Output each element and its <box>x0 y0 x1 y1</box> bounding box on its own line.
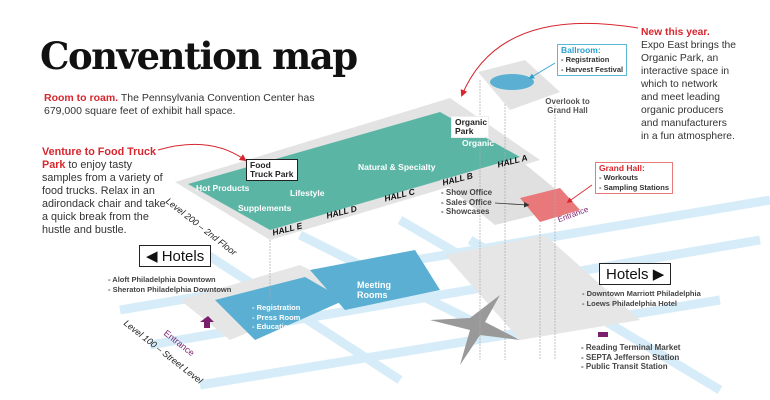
organic-park-arrow <box>460 22 639 97</box>
transit-list: - Reading Terminal Market - SEPTA Jeffer… <box>581 343 681 371</box>
food-truck-arrow <box>157 143 247 162</box>
area-natural-specialty: Natural & Specialty <box>358 162 436 172</box>
intro-text: Room to roam. The Pennsylvania Conventio… <box>44 92 315 117</box>
new-this-year-note: New this year. Expo East brings the Orga… <box>641 27 737 142</box>
grand-hall-callout: Grand Hall:- Workouts - Sampling Station… <box>595 162 674 194</box>
meeting-rooms-label: Meeting Rooms <box>357 280 392 300</box>
arrow-left-icon: ◀ <box>146 248 158 265</box>
plaza-star <box>430 295 520 365</box>
arrow-right-icon: ▶ <box>652 266 665 283</box>
hotels-left-list: - Aloft Philadelphia Downtown - Sheraton… <box>108 275 232 294</box>
registration-block <box>215 277 345 340</box>
overlook-label: Overlook to Grand Hall <box>545 97 590 115</box>
ballroom-area <box>490 74 534 90</box>
grand-hall-area <box>520 188 580 222</box>
area-organic: Organic <box>462 138 495 148</box>
entrance-icon <box>200 316 214 328</box>
upper-floor-teal <box>188 112 520 230</box>
food-truck-note: Venture to Food Truck Park to enjoy tast… <box>42 146 166 236</box>
registration-block-label: - Registration - Press Room - Education <box>252 303 301 331</box>
hotels-left-sign[interactable]: ◀ Hotels <box>139 245 212 267</box>
page-title: Convention map <box>40 34 358 78</box>
transit-icon <box>598 332 608 337</box>
organic-park-label: Organic Park <box>451 116 489 138</box>
hotels-right-list: - Downtown Marriott Philadelphia - Loews… <box>582 289 701 308</box>
street-building-right <box>445 235 640 340</box>
hotels-right-sign[interactable]: Hotels ▶ <box>599 263 672 285</box>
food-truck-park-label: Food Truck Park <box>246 159 298 181</box>
ballroom-callout: Ballroom:- Registration - Harvest Festiv… <box>557 44 628 76</box>
area-lifestyle: Lifestyle <box>290 188 325 198</box>
area-supplements: Supplements <box>238 203 292 213</box>
meeting-rooms-block <box>310 250 440 310</box>
office-list: - Show Office - Sales Office - Showcases <box>441 188 493 216</box>
area-hot-products: Hot Products <box>196 183 250 193</box>
